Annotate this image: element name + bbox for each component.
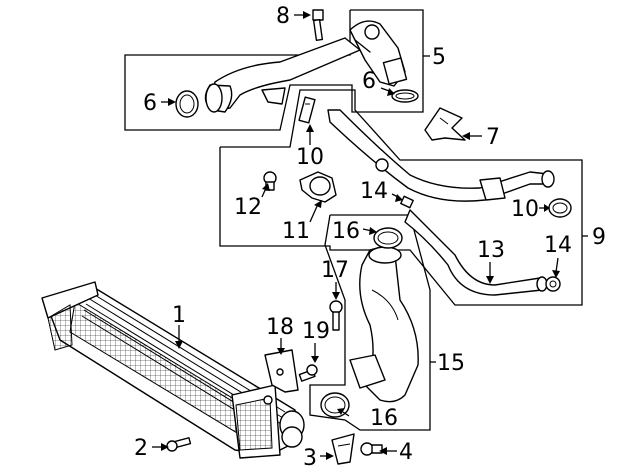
callout-18: 18 [266,315,294,340]
callout-14-left: 14 [360,179,388,204]
callout-17: 17 [321,258,349,283]
clamp-6-right [391,89,419,103]
callout-12: 12 [234,195,262,220]
callout-8: 8 [276,4,290,29]
clamp-10-right [548,198,572,218]
callout-16-bottom: 16 [370,406,398,431]
callout-3: 3 [303,446,317,471]
leader-lines [152,11,560,460]
bolt-19 [298,364,318,382]
intercooler [41,281,305,459]
callout-10-top: 10 [296,145,324,170]
bracket-3 [331,433,355,465]
clamp-6-left [175,90,199,118]
callout-10-right: 10 [511,197,539,222]
callout-4: 4 [399,440,413,465]
clamp-14-left [400,195,414,209]
callout-7: 7 [486,125,500,150]
callout-6-left: 6 [143,91,157,116]
callout-16-top: 16 [332,219,360,244]
callout-6-right: 6 [362,69,376,94]
callout-2: 2 [134,436,148,461]
callout-15: 15 [437,351,465,376]
bolt-2 [166,437,192,452]
callout-14-right: 14 [544,233,572,258]
hose-13 [404,209,548,296]
callout-13: 13 [477,238,505,263]
callout-labels: 1 2 3 4 5 6 6 7 8 9 10 10 11 12 13 14 14… [134,4,606,471]
outlet-pipe-9 [327,109,555,202]
bolt-17 [329,300,343,331]
stud-bolt-8 [312,9,324,42]
callout-1: 1 [172,303,186,328]
callout-9: 9 [592,225,606,250]
callout-19: 19 [302,319,330,344]
group-box-9 [219,89,588,306]
group-box-5 [124,9,430,131]
bracket-7 [424,107,466,141]
callout-11: 11 [282,219,310,244]
valve-11 [299,171,337,203]
bracket-18 [264,349,299,393]
clamp-16-top [373,227,403,249]
bolt-4 [360,442,383,456]
charge-pipe-upper [204,20,408,113]
callout-5: 5 [432,45,446,70]
clamp-14-right [545,276,561,292]
inlet-duct-15 [349,246,419,403]
sensor-10 [298,96,316,124]
group-box-15 [309,214,436,431]
